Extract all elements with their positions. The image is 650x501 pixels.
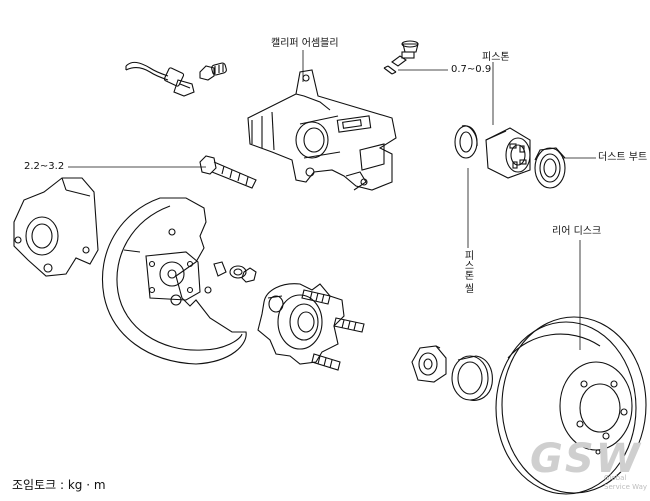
- gsw-watermark-line2: Service Way: [604, 483, 648, 491]
- gsw-watermark-logo: GSW: [530, 436, 642, 482]
- caliper-assembly-label: 캘리퍼 어셈블리: [271, 38, 339, 49]
- grease-cap: [451, 355, 493, 401]
- piston-seal-label: 피스톤 씰: [462, 250, 473, 294]
- piston-label: 피스톤: [482, 52, 510, 63]
- rear-disc-label: 리어 디스크: [552, 226, 602, 237]
- torque-unit-note: 조임토크 : kg · m: [12, 478, 106, 492]
- piston: [485, 127, 531, 179]
- hub-nut: [411, 345, 447, 383]
- caliper-bolt: [199, 155, 257, 189]
- union-bolt: [199, 62, 227, 81]
- wheel-hub: [257, 283, 345, 365]
- piston-seal: [454, 125, 478, 159]
- rear-disc: [495, 316, 647, 495]
- dust-shield: [102, 197, 247, 365]
- caliper-assembly: [247, 69, 397, 191]
- bleeder-screw: [383, 40, 419, 75]
- small-fastener: [213, 261, 257, 283]
- leader-lines: [68, 50, 596, 350]
- gsw-watermark-line1: Global: [604, 474, 627, 482]
- bleeder-torque-label: 0.7~0.9: [451, 64, 492, 75]
- wheel-studs: [301, 289, 365, 371]
- dust-boot: [534, 147, 566, 189]
- caliper-bracket: [13, 177, 99, 277]
- dust-boot-label: 더스트 부트: [598, 152, 648, 163]
- brake-hose: [125, 61, 195, 97]
- caliper-bolt-torque-label: 2.2~3.2: [24, 161, 65, 172]
